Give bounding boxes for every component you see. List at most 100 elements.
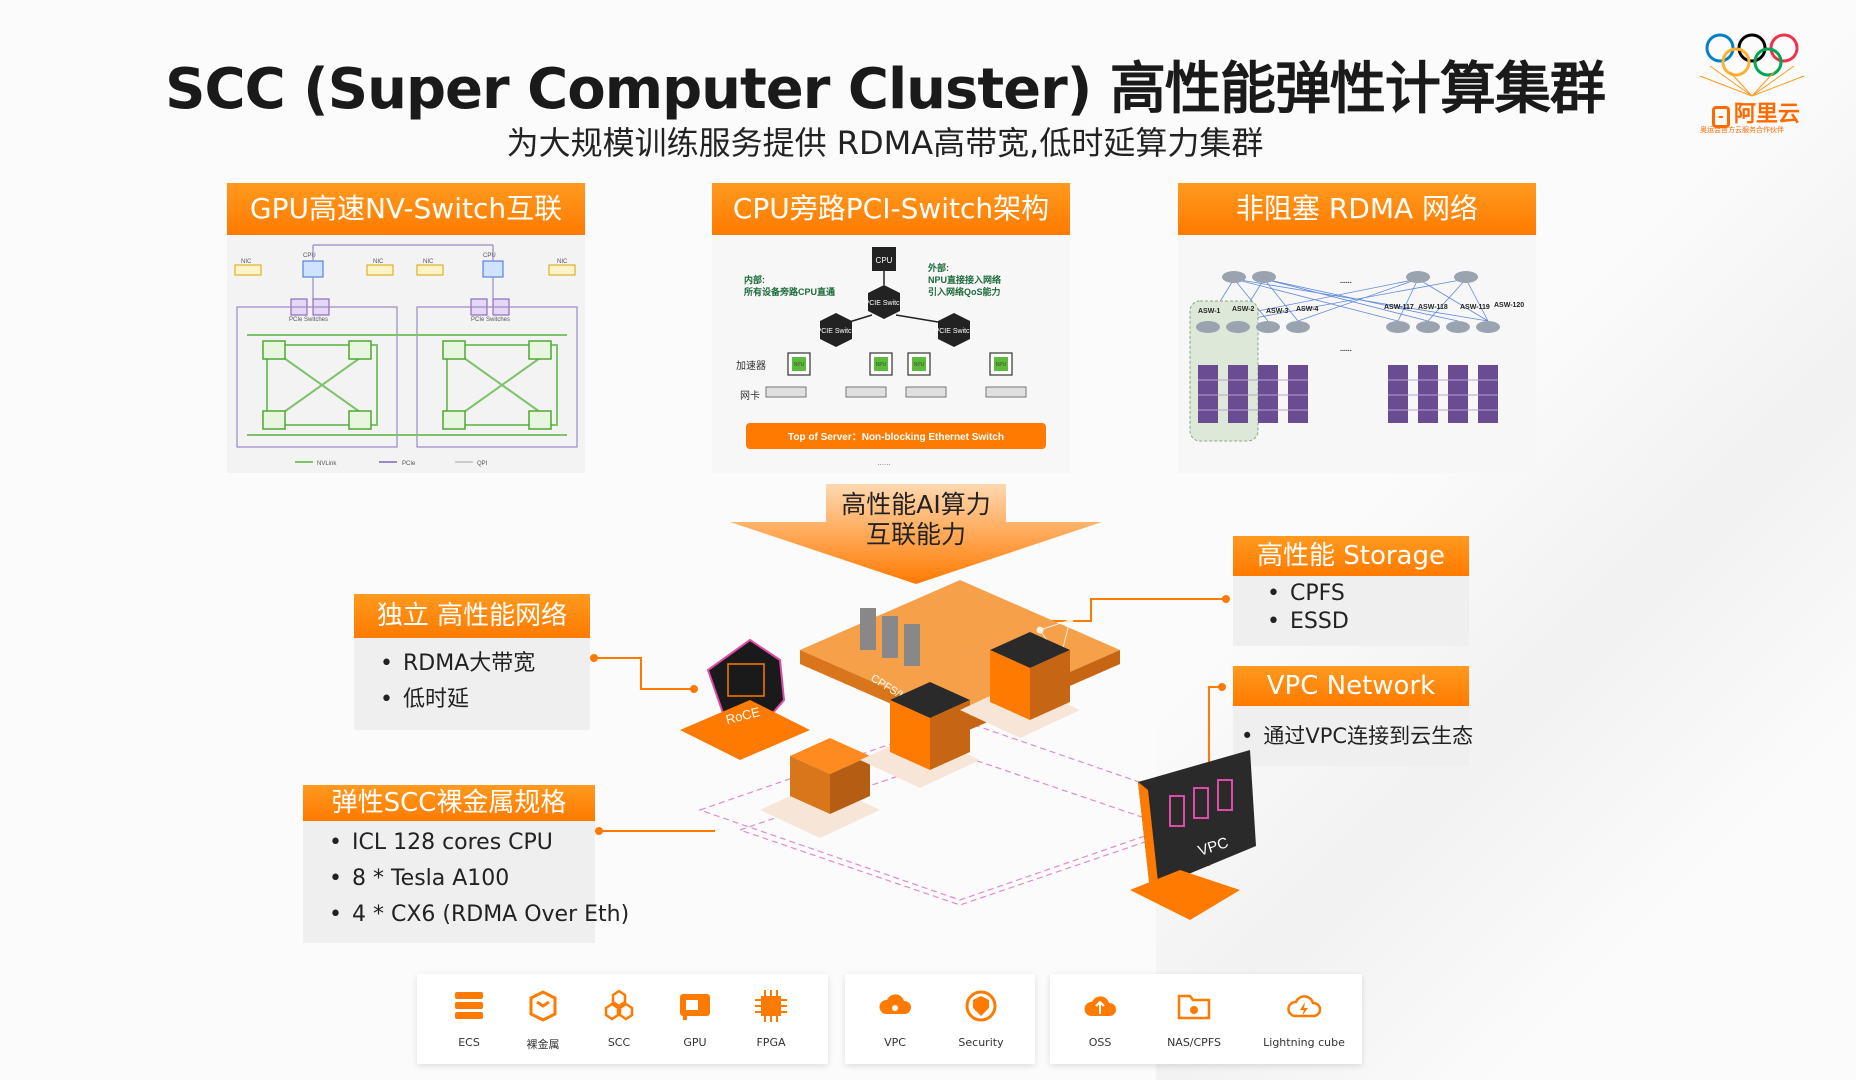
performance-arrow: 高性能AI算力 互联能力	[730, 484, 1102, 584]
service-lightning-cube[interactable]: Lightning cube	[1256, 974, 1352, 1064]
connector-line	[640, 657, 642, 689]
service-bare-metal[interactable]: 裸金属	[503, 974, 583, 1064]
diagram-label: 内部:	[744, 274, 765, 285]
brand-name: 阿里云	[1733, 102, 1800, 127]
service-nas[interactable]: NAS/CPFS	[1154, 974, 1234, 1064]
service-security[interactable]: Security	[941, 974, 1021, 1064]
spec-item: 4 * CX6 (RDMA Over Eth)	[329, 897, 629, 933]
diagram-label: 所有设备旁路CPU直通	[744, 286, 835, 297]
connector-dot	[595, 827, 603, 835]
service-label: VPC	[884, 1036, 906, 1049]
spec-item: 8 * Tesla A100	[329, 861, 595, 897]
storage-box: 高性能 Storage CPFS ESSD	[1233, 536, 1469, 646]
connector-dot	[690, 685, 698, 693]
logo-slogan: 奥运会官方云服务合作伙伴	[1700, 126, 1784, 134]
diagram-label: 引入网络QoS能力	[928, 286, 1001, 297]
security-icon	[965, 990, 997, 1022]
lightning-cube-icon	[1287, 995, 1322, 1018]
asw-label: ASW-1	[1198, 308, 1221, 315]
pcie-switch-label: PCIe Switches	[289, 317, 328, 323]
pcie-switch-label: PCIE Switch	[817, 328, 856, 335]
service-fpga[interactable]: FPGA	[731, 974, 811, 1064]
asw-label: ASW-3	[1266, 308, 1289, 315]
cpu-label: CPU	[303, 253, 316, 259]
oss-icon	[1084, 996, 1117, 1016]
service-oss[interactable]: OSS	[1060, 974, 1140, 1064]
spec-item: ICL 128 cores CPU	[329, 825, 595, 861]
ecs-icon	[455, 992, 483, 1019]
connector-line	[640, 688, 694, 690]
fpga-icon	[755, 990, 787, 1022]
asw-label: ASW-2	[1232, 306, 1255, 313]
service-label: SCC	[607, 1036, 631, 1049]
panel-title: GPU高速NV-Switch互联	[227, 183, 585, 235]
network-item: RDMA大带宽	[380, 646, 590, 682]
legend-label: PCIe	[402, 461, 416, 467]
arrow-label-line1: 高性能AI算力	[841, 490, 991, 519]
cpu-label: CPU	[876, 256, 893, 265]
nic-label: NIC	[241, 259, 252, 265]
diagram-label: 网卡	[740, 389, 760, 402]
nic-label: NIC	[373, 259, 384, 265]
cluster-illustration: CPFS/Lustre RoCE VPC	[680, 580, 1256, 920]
service-label: GPU	[683, 1036, 707, 1049]
compute-services-bar: ECS 裸金属 SCC GPU FPGA	[417, 974, 828, 1064]
diagram-label: 加速器	[736, 360, 766, 372]
pci-switch-panel: CPU旁路PCI-Switch架构 CPU 内部: 所有设备旁路CPU直通 外部…	[712, 183, 1070, 473]
nic-label: NIC	[423, 259, 434, 265]
diagram-label: ......	[877, 458, 890, 467]
scc-icon	[604, 989, 634, 1021]
vpc-box: VPC Network 通过VPC连接到云生态	[1233, 666, 1473, 766]
legend-label: NVLink	[317, 461, 337, 467]
network-services-bar: VPC Security	[845, 974, 1035, 1064]
service-label: ECS	[458, 1036, 480, 1049]
nic-label: NIC	[557, 259, 568, 265]
network-box-title: 独立 高性能网络	[354, 594, 590, 638]
aliyun-logo-text: -阿里云	[1712, 96, 1800, 128]
storage-box-title: 高性能 Storage	[1233, 536, 1469, 576]
vpc-box-title: VPC Network	[1233, 666, 1469, 706]
panel-title: CPU旁路PCI-Switch架构	[712, 183, 1070, 235]
arrow-label: 高性能AI算力 互联能力	[730, 490, 1102, 550]
service-gpu[interactable]: GPU	[655, 974, 735, 1064]
service-label: Lightning cube	[1263, 1036, 1345, 1049]
vpc-item: 通过VPC连接到云生态	[1241, 718, 1473, 754]
connector-dot	[1222, 595, 1230, 603]
spec-box-title: 弹性SCC裸金属规格	[303, 785, 595, 821]
diagram-label: NPU直接接入网络	[928, 274, 1001, 285]
vpc-icon	[879, 994, 912, 1014]
down-arrow-icon	[730, 484, 1102, 584]
connector-dot	[590, 654, 598, 662]
service-label: FPGA	[756, 1036, 786, 1049]
pci-switch-diagram: CPU 内部: 所有设备旁路CPU直通 外部: NPU直接接入网络 引入网络Qo…	[712, 235, 1070, 473]
cpu-label: CPU	[483, 253, 496, 259]
storage-item: ESSD	[1267, 608, 1469, 636]
pcie-switch-label: PCIE Switch	[935, 328, 974, 335]
bare-metal-icon	[529, 990, 557, 1022]
npu-label: NPU	[996, 362, 1007, 368]
connector-line	[1208, 686, 1222, 688]
pcie-switch-label: PCIe Switches	[471, 317, 510, 323]
pcie-switch-label: PCIE Switch	[865, 300, 904, 307]
npu-label: NPU	[914, 362, 925, 368]
storage-services-bar: OSS NAS/CPFS Lightning cube	[1050, 974, 1362, 1064]
npu-label: NPU	[794, 362, 805, 368]
service-label: Security	[958, 1036, 1004, 1049]
asw-label: ASW-119	[1460, 304, 1490, 311]
connector-line	[1090, 598, 1092, 620]
service-label: NAS/CPFS	[1167, 1036, 1221, 1049]
pci-switch-svg: CPU 内部: 所有设备旁路CPU直通 外部: NPU直接接入网络 引入网络Qo…	[736, 247, 1046, 467]
service-vpc[interactable]: VPC	[855, 974, 935, 1064]
service-scc[interactable]: SCC	[579, 974, 659, 1064]
diagram-label: ......	[1340, 346, 1352, 353]
asw-label: ASW-117	[1384, 304, 1414, 311]
spec-box: 弹性SCC裸金属规格 ICL 128 cores CPU 8 * Tesla A…	[303, 785, 629, 943]
service-ecs[interactable]: ECS	[429, 974, 509, 1064]
service-label: 裸金属	[526, 1038, 560, 1051]
arrow-label-line2: 互联能力	[865, 520, 966, 549]
gpu-nvswitch-panel: GPU高速NV-Switch互联 NIC CPU NIC NIC CPU NIC…	[227, 183, 585, 473]
aliyun-logo-icon: -	[1712, 106, 1730, 128]
connector-line	[590, 657, 640, 659]
